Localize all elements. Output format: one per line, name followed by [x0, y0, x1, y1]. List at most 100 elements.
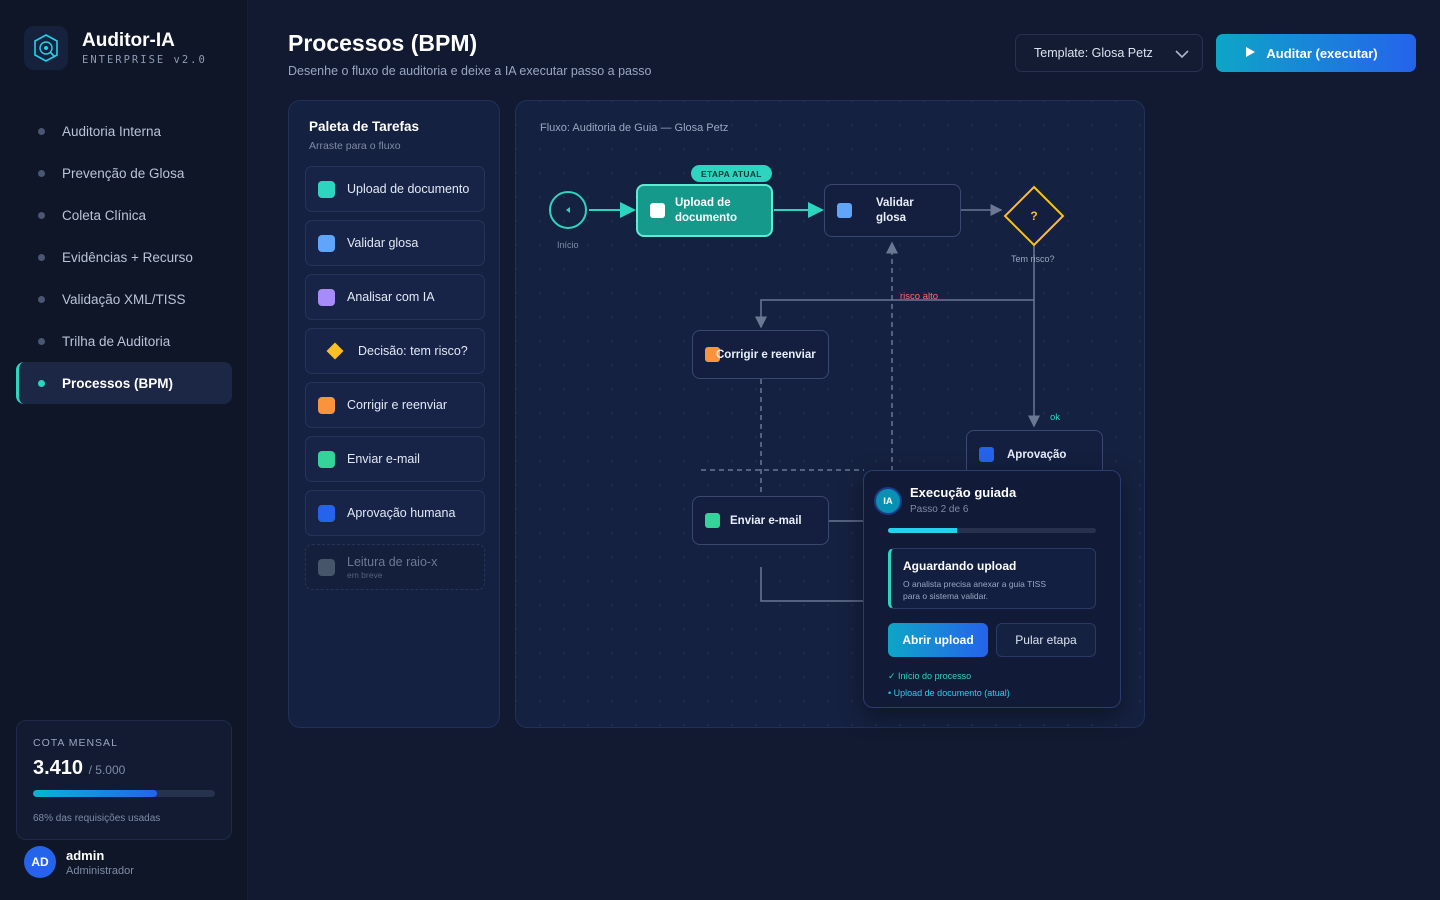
sidebar-item-label: Processos (BPM) — [62, 375, 174, 391]
decision-symbol: ? — [1030, 209, 1037, 223]
upload-task-icon — [318, 180, 335, 198]
user-profile[interactable]: AD admin Administrador — [24, 846, 134, 878]
sidebar-item-trilha-auditoria[interactable]: Trilha de Auditoria — [16, 320, 232, 362]
quota-note: 68% das requisições usadas — [33, 813, 161, 824]
avatar: AD — [24, 846, 56, 878]
bullet-icon — [38, 211, 45, 219]
guided-progress-fill — [888, 528, 957, 533]
node-fix-resend[interactable]: Corrigir e reenviar — [692, 330, 829, 379]
node-validate-glosa[interactable]: Validar glosa — [824, 184, 961, 237]
template-select[interactable]: Template: Glosa Petz — [1015, 34, 1203, 72]
node-label: Enviar e-mail — [730, 514, 802, 527]
ai-task-icon — [318, 288, 335, 306]
sidebar-item-auditoria-interna[interactable]: Auditoria Interna — [16, 110, 232, 152]
quota-used: 3.410 — [33, 757, 84, 779]
guided-title: Execução guiada — [910, 485, 1017, 500]
run-audit-button[interactable]: Auditar (executar) — [1216, 34, 1416, 72]
palette-item-label: Decisão: tem risco? — [358, 344, 468, 358]
node-label: Upload de documento — [675, 197, 737, 224]
start-arrow-icon — [566, 207, 570, 213]
approval-task-icon — [979, 447, 994, 462]
palette-item-analyze-ai[interactable]: Analisar com IA — [305, 274, 485, 320]
palette-item-label: Enviar e-mail — [347, 452, 420, 466]
brand-name: Auditor-IA — [82, 30, 175, 51]
bullet-icon — [38, 127, 45, 135]
page-subtitle: Desenhe o fluxo de auditoria e deixe a I… — [288, 64, 652, 78]
palette-item-label: Leitura de raio-x — [347, 554, 438, 569]
guided-status-card: Aguardando upload O analista precisa ane… — [888, 548, 1096, 609]
sidebar-item-label: Evidências + Recurso — [62, 249, 193, 265]
node-decision-risk[interactable]: ? — [1003, 185, 1065, 247]
bullet-icon — [38, 253, 45, 261]
fix-task-icon — [318, 396, 335, 414]
approval-task-icon — [318, 504, 335, 522]
guided-execution-panel: IA Execução guiada Passo 2 de 6 Aguardan… — [863, 470, 1121, 708]
palette-item-label: Upload de documento — [347, 182, 470, 196]
email-task-icon — [318, 450, 335, 468]
ai-badge-icon: IA — [876, 489, 900, 513]
decision-label: Tem risco? — [1011, 254, 1055, 264]
edge-label-risk: risco alto — [900, 291, 939, 302]
sidebar-item-label: Trilha de Auditoria — [62, 333, 171, 349]
current-step-badge: ETAPA ATUAL — [691, 165, 772, 182]
quota-title: COTA MENSAL — [33, 737, 118, 749]
chevron-down-icon — [1175, 50, 1189, 59]
flow-connections — [589, 202, 1040, 602]
validate-task-icon — [837, 203, 852, 218]
guided-step: Passo 2 de 6 — [910, 504, 969, 515]
node-send-email[interactable]: Enviar e-mail — [692, 496, 829, 545]
logo — [24, 26, 68, 70]
sidebar-item-label: Prevenção de Glosa — [62, 165, 185, 181]
fix-task-icon — [705, 347, 720, 362]
node-label: Validar glosa — [876, 197, 914, 224]
sidebar: Auditor-IA ENTERPRISE v2.0 Auditoria Int… — [0, 0, 248, 900]
palette-title: Paleta de Tarefas — [309, 119, 420, 134]
bullet-icon — [38, 337, 45, 345]
user-role: Administrador — [66, 864, 134, 877]
palette-item-label: Analisar com IA — [347, 290, 435, 304]
page-title: Processos (BPM) — [288, 30, 478, 56]
edge-label-ok: ok — [1050, 412, 1061, 423]
skip-step-button[interactable]: Pular etapa — [996, 623, 1096, 657]
sidebar-item-evidencias-recurso[interactable]: Evidências + Recurso — [16, 236, 232, 278]
guided-status-title: Aguardando upload — [903, 559, 1017, 573]
edge-email-return — [760, 567, 864, 602]
brand-edition: ENTERPRISE v2.0 — [82, 54, 207, 66]
template-select-value: Template: Glosa Petz — [1034, 46, 1153, 60]
sidebar-item-prevencao-glosa[interactable]: Prevenção de Glosa — [16, 152, 232, 194]
palette-item-validate[interactable]: Validar glosa — [305, 220, 485, 266]
email-task-icon — [705, 513, 720, 528]
quota-progress-bar — [33, 790, 215, 797]
palette-item-upload[interactable]: Upload de documento — [305, 166, 485, 212]
validate-task-icon — [318, 234, 335, 252]
node-upload-document[interactable]: Upload de documento — [636, 184, 773, 237]
start-event-node[interactable] — [549, 191, 587, 229]
palette-item-label: Corrigir e reenviar — [347, 398, 448, 412]
xray-task-icon — [318, 558, 335, 576]
decision-diamond-icon — [326, 342, 344, 360]
palette-item-label: Aprovação humana — [347, 506, 456, 520]
palette-item-note: em breve — [347, 569, 383, 580]
user-info: admin Administrador — [56, 848, 134, 877]
flow-title: Fluxo: Auditoria de Guia — Glosa Petz — [540, 122, 729, 134]
palette-item-decision[interactable]: Decisão: tem risco? — [305, 328, 485, 374]
quota-card: COTA MENSAL 3.410 / 5.000 68% das requis… — [16, 720, 232, 840]
guided-progress-bar — [888, 528, 1096, 533]
palette-subtitle: Arraste para o fluxo — [309, 140, 401, 152]
palette-item-label: Validar glosa — [347, 236, 419, 250]
sidebar-item-label: Validação XML/TISS — [62, 291, 186, 307]
bullet-icon — [38, 169, 45, 177]
open-upload-button[interactable]: Abrir upload — [888, 623, 988, 657]
node-label: Aprovação — [1007, 448, 1067, 461]
sidebar-item-label: Auditoria Interna — [62, 123, 162, 139]
sidebar-item-coleta-clinica[interactable]: Coleta Clínica — [16, 194, 232, 236]
palette-item-human-approval[interactable]: Aprovação humana — [305, 490, 485, 536]
sidebar-item-processos-bpm[interactable]: Processos (BPM) — [16, 362, 232, 404]
palette-item-send-email[interactable]: Enviar e-mail — [305, 436, 485, 482]
play-icon — [1246, 47, 1255, 57]
quota-progress-fill — [33, 790, 157, 797]
palette-item-fix-resend[interactable]: Corrigir e reenviar — [305, 382, 485, 428]
bullet-icon — [38, 295, 45, 303]
sidebar-item-validacao-xml[interactable]: Validação XML/TISS — [16, 278, 232, 320]
